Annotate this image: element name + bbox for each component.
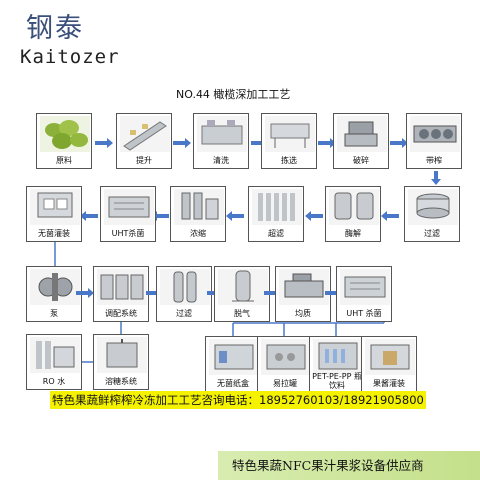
step-label: 酶解 xyxy=(345,229,361,238)
step-label: 提升 xyxy=(136,156,152,165)
step-aseptic-carton: 无菌纸盒 xyxy=(205,336,261,392)
arrow-left-icon xyxy=(226,211,244,221)
step-label: RO 水 xyxy=(42,377,66,386)
step-ro-water: RO 水 xyxy=(26,334,82,390)
carton-filler-image xyxy=(209,339,259,375)
arrow-left-icon xyxy=(381,211,399,221)
washer-image xyxy=(197,116,247,152)
consultation-hotline: 特色果蔬鲜榨榨冷冻加工工艺咨询电话：18952760103/1892190580… xyxy=(50,391,426,409)
arrow-left-icon xyxy=(305,211,323,221)
arrow-left-icon xyxy=(80,211,98,221)
brand-logo-english: Kaitozer xyxy=(20,46,120,68)
blending-tanks-image xyxy=(97,269,147,305)
step-uht-1: UHT杀菌 xyxy=(100,186,156,242)
step-label: 拣选 xyxy=(281,156,297,165)
step-enzyme: 酶解 xyxy=(325,186,381,242)
crusher-image xyxy=(337,116,387,152)
bottle-filler-image xyxy=(313,339,363,375)
step-wash: 清洗 xyxy=(193,113,249,169)
enzyme-tanks-image xyxy=(329,189,379,225)
arrow-right-icon xyxy=(173,138,191,148)
belt-press-image xyxy=(410,116,460,152)
step-label: 原料 xyxy=(56,156,72,165)
evaporator-image xyxy=(174,189,224,225)
arrow-down-icon xyxy=(431,171,441,185)
jam-filler-image xyxy=(365,339,415,375)
arrow-right-icon xyxy=(95,138,113,148)
arrow-right-icon xyxy=(76,288,94,298)
uht-sterilizer-image xyxy=(340,269,390,305)
step-label: UHT杀菌 xyxy=(111,229,145,238)
step-label: 果酱灌装 xyxy=(373,379,405,388)
step-label: 带榨 xyxy=(426,156,442,165)
arrow-right-icon xyxy=(390,138,408,148)
step-filter-1: 过滤 xyxy=(404,186,460,242)
step-ultrafilter: 超滤 xyxy=(248,186,304,242)
step-label: 清洗 xyxy=(213,156,229,165)
step-label: 过滤 xyxy=(424,229,440,238)
step-belt-press: 带榨 xyxy=(406,113,462,169)
uht-sterilizer-image xyxy=(104,189,154,225)
step-pump: 泵 xyxy=(26,266,82,322)
ultrafilter-image xyxy=(252,189,302,225)
step-aseptic-filling: 无菌灌装 xyxy=(26,186,82,242)
bag-filter-image xyxy=(160,269,210,305)
step-label: 易拉罐 xyxy=(273,379,297,388)
step-raw-material: 原料 xyxy=(36,113,92,169)
step-jam-filling: 果酱灌装 xyxy=(361,336,417,392)
step-label: 脱气 xyxy=(234,309,250,318)
elevator-image xyxy=(120,116,170,152)
step-uht-2: UHT 杀菌 xyxy=(336,266,392,322)
step-label: UHT 杀菌 xyxy=(346,309,382,318)
step-label: 过滤 xyxy=(176,309,192,318)
step-label: 破碎 xyxy=(353,156,369,165)
brand-logo-chinese: 钢泰 xyxy=(26,13,84,44)
step-sugar-dissolving: 溶糖系统 xyxy=(93,334,149,390)
step-homogenize: 均质 xyxy=(275,266,331,322)
step-sort: 拣选 xyxy=(261,113,317,169)
step-label: 调配系统 xyxy=(105,309,137,318)
step-label: 均质 xyxy=(295,309,311,318)
supplier-banner: 特色果蔬NFC果汁果浆设备供应商 xyxy=(218,451,480,480)
homogenizer-image xyxy=(279,269,329,305)
vibrating-filter-image xyxy=(408,189,458,225)
arrow-right-icon xyxy=(318,138,336,148)
pump-image xyxy=(30,269,80,305)
aseptic-filler-image xyxy=(30,189,80,225)
olive-image xyxy=(40,116,90,152)
can-filler-image xyxy=(261,339,311,375)
step-filter-2: 过滤 xyxy=(156,266,212,322)
step-label: PET-PE-PP 瓶饮料 xyxy=(312,372,362,390)
step-crush: 破碎 xyxy=(333,113,389,169)
sugar-dissolver-image xyxy=(97,337,147,373)
ro-system-image xyxy=(30,337,80,373)
step-degas: 脱气 xyxy=(214,266,270,322)
step-lift: 提升 xyxy=(116,113,172,169)
step-label: 浓缩 xyxy=(190,229,206,238)
step-concentrate: 浓缩 xyxy=(170,186,226,242)
step-label: 无菌灌装 xyxy=(38,229,70,238)
sorting-conveyor-image xyxy=(265,116,315,152)
step-label: 无菌纸盒 xyxy=(217,379,249,388)
deaerator-image xyxy=(218,269,268,305)
step-label: 溶糖系统 xyxy=(105,377,137,386)
process-title: NO.44 橄榄深加工工艺 xyxy=(176,88,291,101)
step-blending-system: 调配系统 xyxy=(93,266,149,322)
step-label: 泵 xyxy=(50,309,58,318)
step-label: 超滤 xyxy=(268,229,284,238)
step-can: 易拉罐 xyxy=(257,336,313,392)
step-pet-bottle: PET-PE-PP 瓶饮料 xyxy=(309,336,365,392)
